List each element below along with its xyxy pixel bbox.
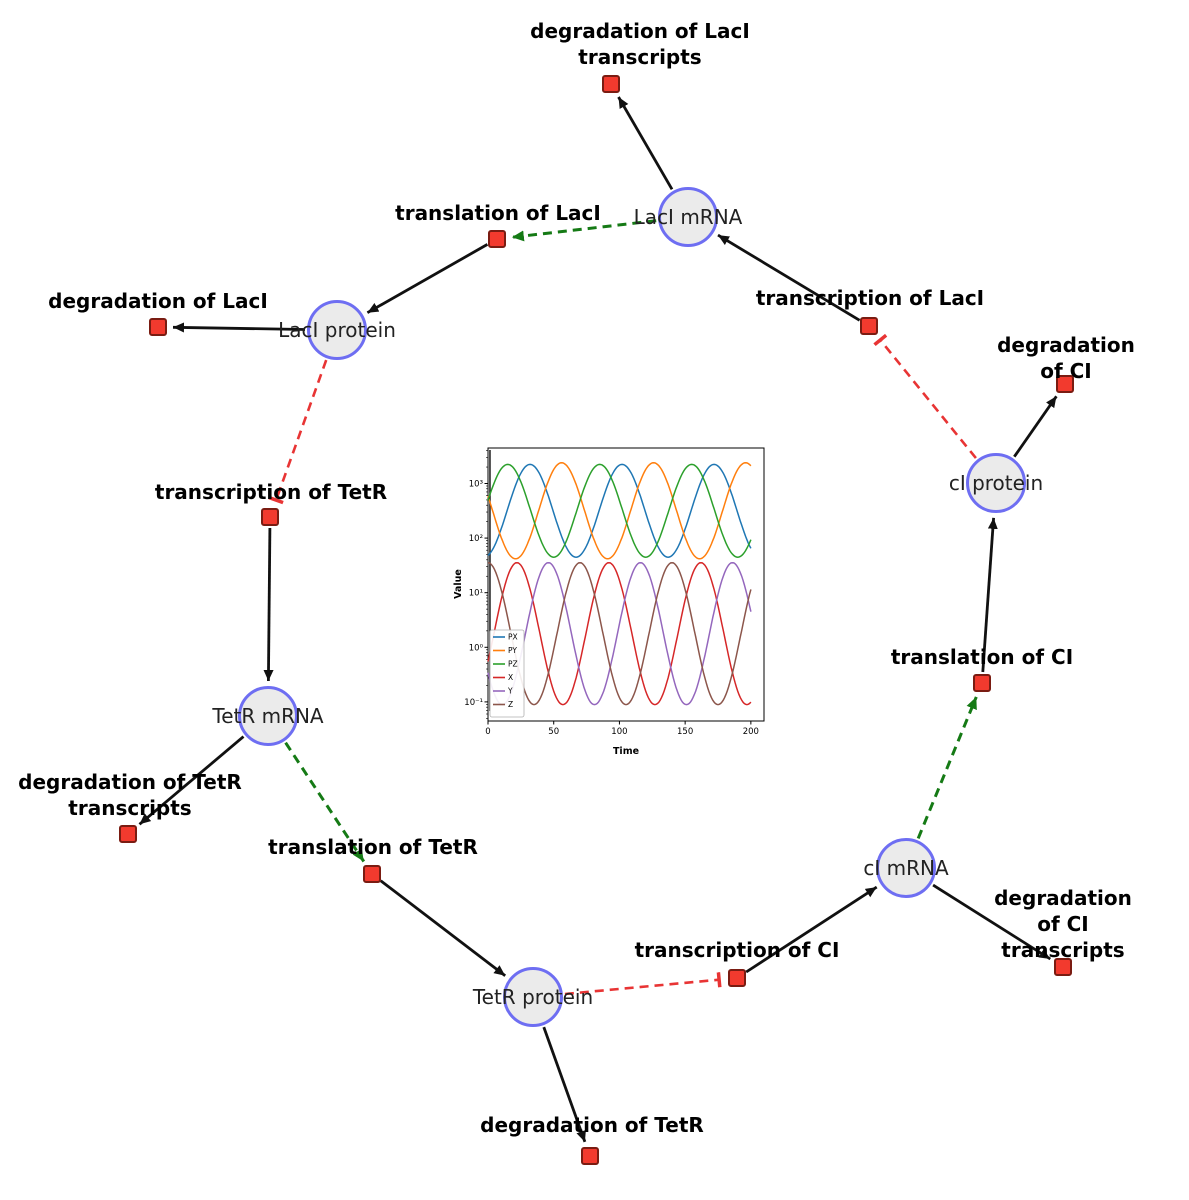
species-node-ci-mrna: [876, 838, 936, 898]
reaction-label-transcription-laci: transcription of LacI: [755, 286, 985, 310]
species-label-laci-mrna: LacI mRNA: [633, 205, 743, 229]
reaction-node-deg-tetr-transcripts: [119, 825, 137, 843]
x-tick-label-150: 150: [677, 727, 693, 737]
reaction-node-deg-laci-transcripts: [602, 75, 620, 93]
reaction-label-deg-tetr-transcripts: degradation of TetR transcripts: [18, 770, 242, 820]
legend-label-PZ: PZ: [508, 660, 518, 669]
reaction-label-transcription-tetr: transcription of TetR: [154, 480, 388, 504]
reaction-node-deg-ci: [1056, 375, 1074, 393]
legend-label-PX: PX: [508, 633, 518, 642]
chart-canvas: Time Value 0 50 100 150 200 10⁻¹ 10⁰ 10¹ 10² 10³ P…: [453, 447, 765, 757]
species-node-laci-protein: [307, 300, 367, 360]
species-node-tetr-mrna: [238, 686, 298, 746]
edge-tetr-mrna-to-translation-tetr: [284, 741, 366, 863]
reaction-node-translation-tetr: [363, 865, 381, 883]
reaction-node-deg-tetr: [581, 1147, 599, 1165]
edge-ci-mrna-to-deg-ci-transcripts: [932, 883, 1052, 961]
y-tick-label--1: 10⁻¹: [464, 698, 483, 708]
edge-laci-mrna-to-deg-laci-transcripts: [617, 96, 674, 191]
series-X: [487, 561, 752, 706]
reaction-node-deg-ci-transcripts: [1054, 958, 1072, 976]
edge-transcription-tetr-to-tetr-mrna: [263, 527, 274, 682]
chart-ylabel: Value: [453, 569, 464, 599]
plot-box: [487, 447, 765, 722]
x-tick-label-100: 100: [611, 727, 627, 737]
reaction-node-translation-laci: [488, 230, 506, 248]
series-PZ: [487, 463, 752, 558]
reaction-node-transcription-laci: [860, 317, 878, 335]
species-node-tetr-protein: [503, 967, 563, 1027]
reaction-node-deg-laci: [149, 318, 167, 336]
reaction-label-translation-tetr: translation of TetR: [268, 835, 478, 859]
species-label-laci-protein: LacI protein: [278, 318, 396, 342]
series-PY: [487, 461, 752, 560]
edge-ci-protein-to-transcription-laci: [873, 333, 977, 459]
species-label-tetr-protein: TetR protein: [472, 985, 594, 1009]
species-label-tetr-mrna: TetR mRNA: [212, 704, 324, 728]
simulation-inset-chart: Time Value 0 50 100 150 200 10⁻¹ 10⁰ 10¹ 10² 10³ P…: [452, 440, 772, 765]
x-tick-label-0: 0: [485, 727, 490, 737]
edge-laci-mrna-to-translation-laci: [511, 219, 657, 242]
edge-transcription-laci-to-laci-mrna: [717, 233, 861, 322]
y-tick-label-0: 10⁰: [469, 643, 484, 653]
edge-tetr-mrna-to-deg-tetr-transcripts: [138, 735, 245, 826]
legend-label-PY: PY: [508, 646, 517, 655]
reaction-node-transcription-tetr: [261, 508, 279, 526]
reaction-label-translation-laci: translation of LacI: [395, 201, 601, 225]
species-node-laci-mrna: [658, 187, 718, 247]
edge-translation-laci-to-laci-protein: [366, 243, 489, 314]
reaction-label-transcription-ci: transcription of CI: [634, 938, 840, 962]
x-tick-label-200: 200: [743, 727, 759, 737]
y-tick-label-1: 10¹: [469, 589, 483, 599]
legend-label-X: X: [508, 673, 513, 682]
edge-translation-ci-to-ci-protein: [981, 517, 998, 673]
edge-ci-protein-to-deg-ci: [1013, 395, 1058, 458]
chart-xlabel: Time: [613, 746, 639, 757]
y-tick-label-2: 10²: [469, 534, 483, 544]
reaction-label-deg-tetr: degradation of TetR: [480, 1113, 704, 1137]
edge-laci-protein-to-deg-laci: [172, 322, 306, 333]
species-node-ci-protein: [966, 453, 1026, 513]
edge-translation-tetr-to-tetr-protein: [379, 879, 507, 977]
chart-legend: [489, 629, 525, 718]
series-PX: [487, 463, 752, 558]
legend-label-Z: Z: [508, 700, 513, 709]
reaction-label-deg-ci: degradation of CI: [997, 333, 1135, 383]
edge-tetr-protein-to-transcription-ci: [564, 972, 722, 996]
edge-laci-protein-to-transcription-tetr: [268, 359, 328, 505]
reaction-label-deg-laci-transcripts: degradation of LacI transcripts: [530, 19, 750, 69]
edge-transcription-ci-to-ci-mrna: [745, 885, 878, 974]
edge-ci-mrna-to-translation-ci: [916, 696, 978, 839]
series-Z: [487, 561, 752, 706]
species-label-ci-protein: cI protein: [948, 471, 1044, 495]
edge-tetr-protein-to-deg-tetr: [542, 1026, 587, 1143]
reaction-label-deg-laci: degradation of LacI: [48, 289, 268, 313]
reaction-node-transcription-ci: [728, 969, 746, 987]
reaction-label-translation-ci: translation of CI: [890, 645, 1074, 669]
species-label-ci-mrna: cI mRNA: [863, 856, 949, 880]
reaction-node-translation-ci: [973, 674, 991, 692]
series-Y: [487, 561, 752, 706]
legend-label-Y: Y: [507, 687, 513, 696]
y-tick-label-3: 10³: [469, 479, 483, 489]
x-tick-label-50: 50: [548, 727, 559, 737]
reaction-label-deg-ci-transcripts: degradation of CI transcripts: [994, 886, 1132, 962]
